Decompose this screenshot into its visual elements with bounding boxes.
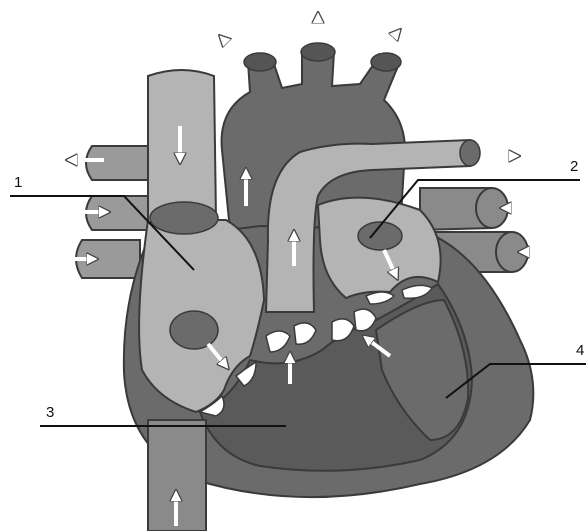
label-4: 4 <box>576 342 584 359</box>
arrow-aorta-left <box>222 38 240 56</box>
label-2: 2 <box>570 158 578 175</box>
label-3: 3 <box>46 404 54 421</box>
label-1: 1 <box>14 174 22 191</box>
aorta-branch-middle <box>301 43 335 61</box>
coronary-sinus-opening <box>170 311 218 349</box>
arrow-aorta-right <box>380 32 398 52</box>
superior-vena-cava-opening <box>150 202 218 234</box>
pulmonary-artery-end <box>460 140 480 166</box>
aorta-branch-right <box>371 53 401 71</box>
aorta-branch-left <box>244 53 276 71</box>
